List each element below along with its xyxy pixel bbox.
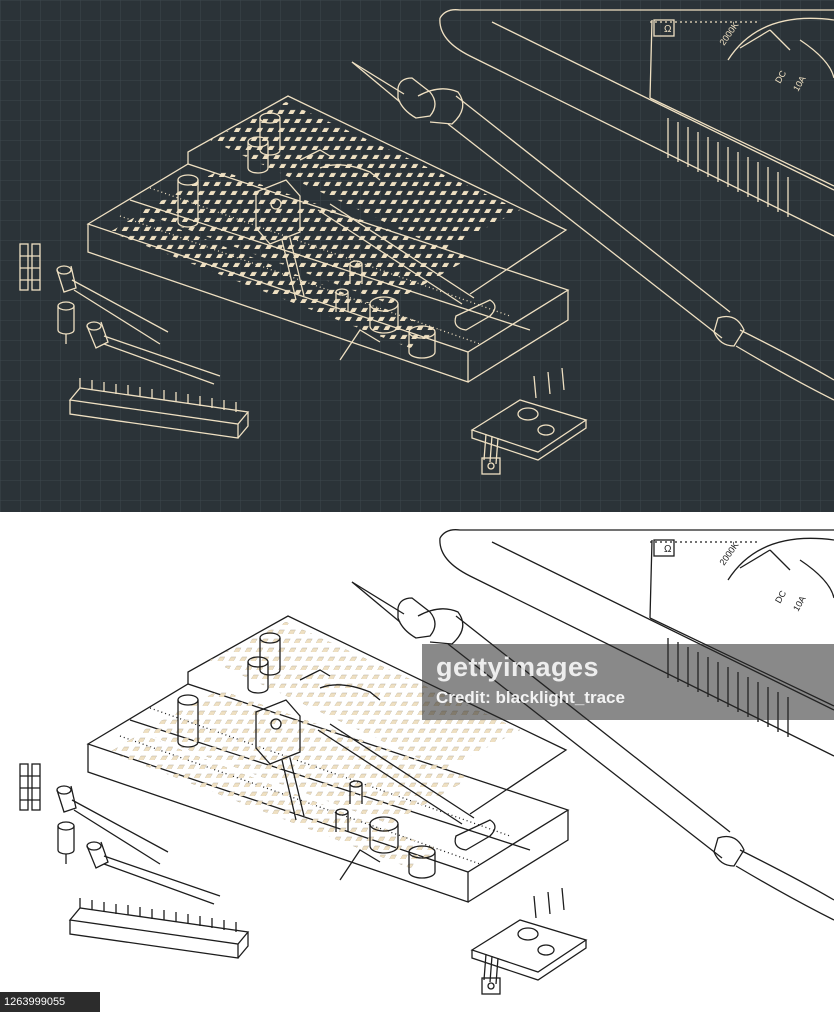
watermark-banner: gettyimages Credit: blacklight_trace — [422, 644, 834, 720]
meter-label-ohm-light: Ω — [664, 544, 672, 555]
watermark-logo: gettyimages — [436, 652, 600, 682]
image-id-label: 1263999055 — [0, 992, 100, 1012]
meter-label-ohm: Ω — [664, 24, 672, 35]
meter-label-range-light: 2000K — [717, 540, 740, 567]
blueprint-panel-dark: Ω 2000K DC 10A — [0, 0, 834, 512]
lineart-drawing: Ω 2000K DC 10A — [19, 529, 834, 995]
meter-label-dc-light: DC — [773, 588, 788, 605]
meter-label-current-light: 10A — [791, 594, 808, 613]
blueprint-drawing: Ω 2000K DC 10A — [0, 0, 834, 512]
watermark-credit: Credit: blacklight_trace — [436, 688, 625, 707]
lineart-panel-light: Ω 2000K DC 10A — [0, 512, 834, 1024]
